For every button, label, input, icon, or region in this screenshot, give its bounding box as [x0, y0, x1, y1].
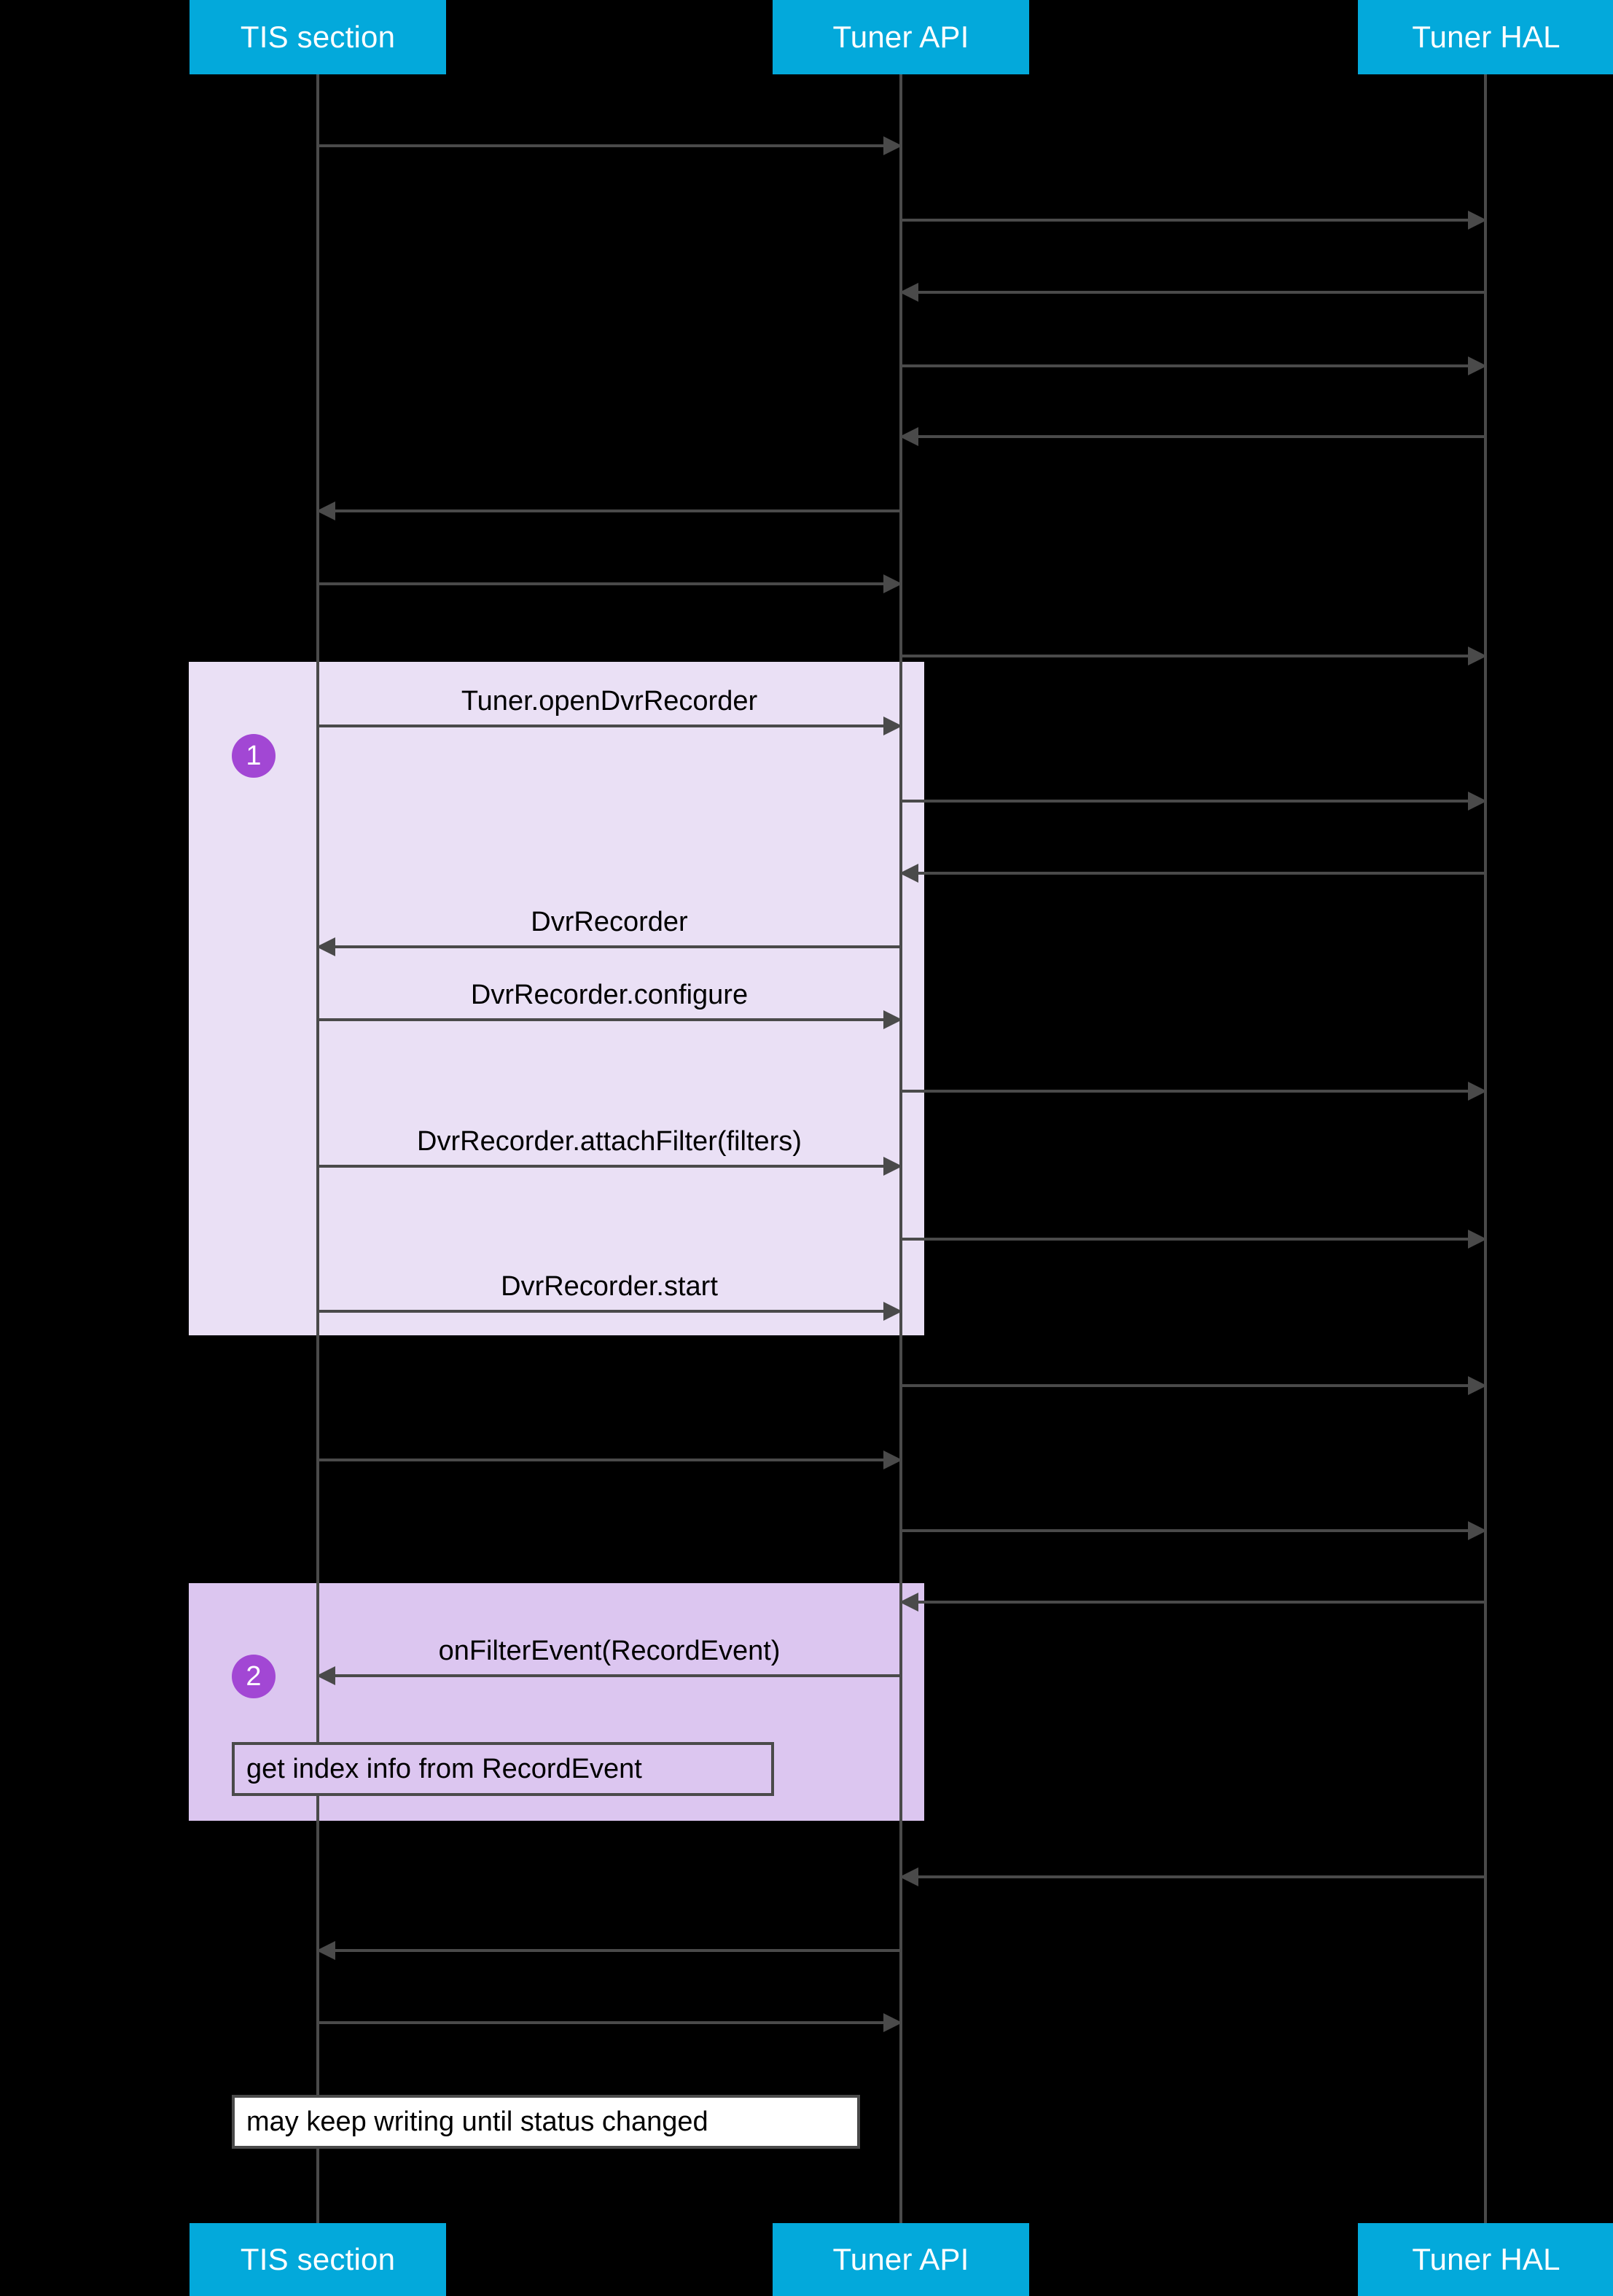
arrow-head-right-icon [1468, 1376, 1487, 1395]
arrow-head-left-icon [316, 1941, 335, 1960]
participant-footer-tuner-hal[interactable]: Tuner HAL [1358, 2223, 1613, 2296]
arrow-head-right-icon [883, 716, 902, 735]
arrow-shaft [901, 1384, 1485, 1387]
arrow-shaft [901, 800, 1485, 803]
arrow-head-left-icon [899, 283, 918, 302]
arrow-shaft [318, 725, 901, 727]
arrow-head-left-icon [316, 1666, 335, 1685]
arrow-head-right-icon [883, 1157, 902, 1176]
arrow-head-right-icon [883, 2013, 902, 2032]
lifeline-tuner-api-over-section-1 [899, 662, 902, 1335]
arrow-shaft [318, 2021, 901, 2024]
arrow-shaft [318, 1310, 901, 1313]
arrow-shaft [318, 509, 901, 512]
arrow-shaft [901, 1238, 1485, 1241]
arrow-shaft [318, 1459, 901, 1461]
participant-header-tuner-api[interactable]: Tuner API [773, 0, 1029, 74]
arrow-head-left-icon [899, 427, 918, 446]
arrow-head-left-icon [316, 501, 335, 520]
arrow-shaft [901, 1875, 1485, 1878]
section-region-1 [189, 662, 924, 1335]
arrow-head-right-icon [1468, 1082, 1487, 1101]
arrow-head-left-icon [899, 1867, 918, 1886]
arrow-head-left-icon [899, 1593, 918, 1612]
arrow-shaft [901, 219, 1485, 222]
message-label: Tuner.openDvrRecorder [461, 686, 758, 716]
lifeline-tuner-api-over-section-2 [899, 1583, 902, 1821]
message-label: onFilterEvent(RecordEvent) [438, 1636, 781, 1666]
arrow-shaft [318, 1165, 901, 1168]
arrow-shaft [901, 364, 1485, 367]
message-label: DvrRecorder [531, 907, 688, 937]
arrow-head-right-icon [1468, 792, 1487, 811]
step-badge-2: 2 [232, 1655, 276, 1698]
arrow-head-right-icon [1468, 647, 1487, 665]
participant-footer-tuner-api[interactable]: Tuner API [773, 2223, 1029, 2296]
step-badge-1: 1 [232, 734, 276, 778]
participant-footer-tis-section[interactable]: TIS section [190, 2223, 446, 2296]
arrow-shaft [318, 1674, 901, 1677]
message-label: DvrRecorder.configure [470, 980, 749, 1010]
arrow-head-right-icon [883, 136, 902, 155]
arrow-shaft [901, 1090, 1485, 1093]
arrow-shaft [318, 945, 901, 948]
message-label: DvrRecorder.attachFilter(filters) [417, 1126, 802, 1157]
arrow-head-right-icon [1468, 1230, 1487, 1249]
arrow-head-left-icon [899, 864, 918, 883]
arrow-shaft [318, 582, 901, 585]
note-may-keep-writing: may keep writing until status changed [232, 2095, 860, 2149]
arrow-shaft [318, 1018, 901, 1021]
participant-header-tuner-hal[interactable]: Tuner HAL [1358, 0, 1613, 74]
participant-header-tis-section[interactable]: TIS section [190, 0, 446, 74]
lifeline-tis-section-over-section-1 [316, 662, 319, 1335]
arrow-shaft [901, 1529, 1485, 1532]
arrow-shaft [318, 1949, 901, 1952]
arrow-shaft [901, 655, 1485, 657]
arrow-head-right-icon [1468, 356, 1487, 375]
arrow-head-right-icon [883, 1010, 902, 1029]
arrow-shaft [901, 435, 1485, 438]
arrow-shaft [318, 144, 901, 147]
arrow-shaft [901, 872, 1485, 875]
lifeline-tuner-hal [1484, 74, 1487, 2223]
arrow-shaft [901, 1601, 1485, 1604]
arrow-shaft [901, 291, 1485, 294]
lifeline-tis-section-over-section-2 [316, 1583, 319, 1821]
note-get-index-info: get index info from RecordEvent [232, 1742, 774, 1796]
message-label: DvrRecorder.start [501, 1271, 718, 1302]
arrow-head-right-icon [883, 574, 902, 593]
arrow-head-right-icon [883, 1302, 902, 1321]
arrow-head-right-icon [1468, 1521, 1487, 1540]
arrow-head-left-icon [316, 937, 335, 956]
arrow-head-right-icon [1468, 211, 1487, 230]
arrow-head-right-icon [883, 1450, 902, 1469]
